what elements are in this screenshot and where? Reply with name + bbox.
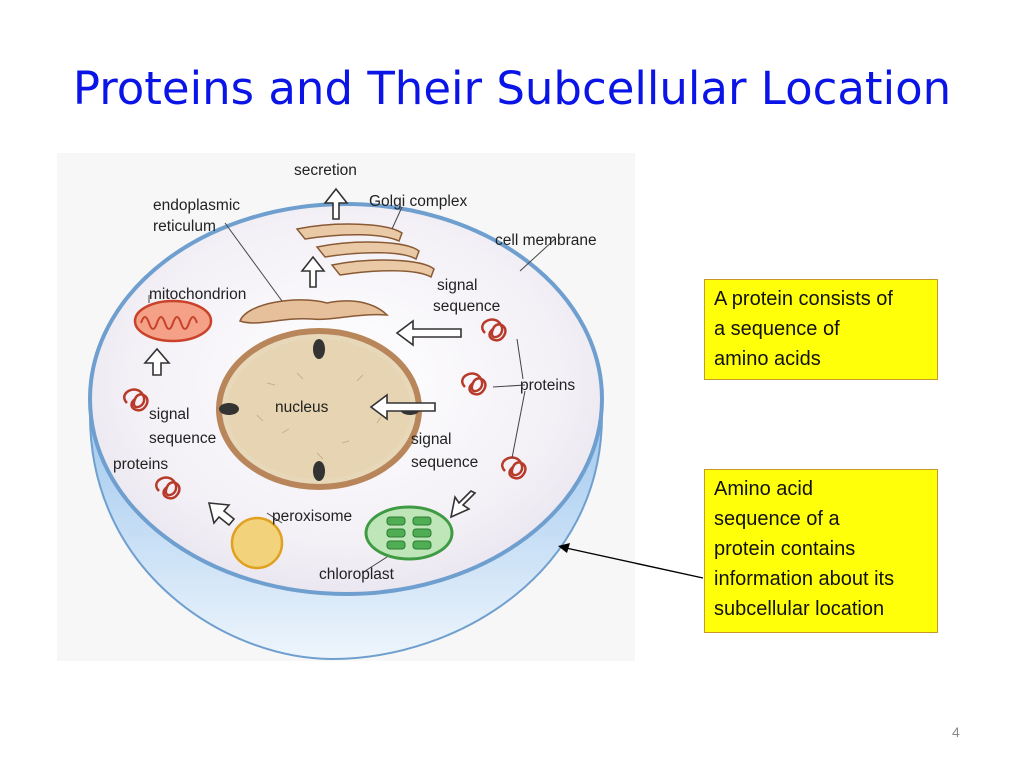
label-secretion: secretion [294, 162, 357, 179]
label-signal-top-2: sequence [433, 298, 500, 315]
leader-lines [148, 206, 556, 574]
callout-2-line-3: protein contains [714, 538, 856, 560]
mitochondrion [133, 299, 213, 343]
nucleus [216, 328, 422, 490]
label-golgi: Golgi complex [369, 193, 467, 210]
peroxisome [230, 516, 284, 570]
label-chloroplast: chloroplast [319, 566, 395, 583]
chloroplast [364, 505, 454, 561]
label-proteins-left: proteins [113, 456, 168, 473]
callout-2-line-2: sequence of a [714, 508, 840, 530]
label-peroxisome: peroxisome [272, 508, 352, 525]
golgi-complex [295, 223, 435, 279]
callout-2-line-4: information about its [714, 568, 895, 590]
label-mitochondrion: mitochondrion [149, 286, 246, 303]
label-signal-left-2: sequence [149, 430, 216, 447]
label-proteins-right: proteins [520, 377, 575, 394]
endoplasmic-reticulum [239, 299, 389, 324]
page-number: 4 [952, 724, 960, 740]
label-er-1: endoplasmic [153, 197, 240, 214]
label-signal-right-2: sequence [411, 454, 478, 471]
callout-1-line-3: amino acids [714, 348, 821, 370]
callout-2-line-5: subcellular location [714, 598, 885, 620]
label-signal-left-1: signal [149, 406, 190, 423]
protein-coils [123, 318, 527, 500]
label-signal-top-1: signal [437, 277, 478, 294]
callout-protein-sequence: A protein consists of a sequence of amin… [704, 279, 938, 380]
callout-location-info: Amino acid sequence of a protein contain… [704, 469, 938, 633]
cell-diagram: secretion Golgi complex endoplasmic reti… [57, 153, 635, 661]
hollow-arrows [143, 187, 477, 527]
callout-2-line-1: Amino acid [714, 478, 813, 500]
slide-title: Proteins and Their Subcellular Location [72, 62, 952, 115]
label-signal-right-1: signal [411, 431, 452, 448]
label-cell-membrane: cell membrane [495, 232, 597, 249]
label-nucleus: nucleus [275, 399, 329, 416]
callout-1-line-2: a sequence of [714, 318, 840, 340]
label-er-2: reticulum [153, 218, 216, 235]
callout-1-line-1: A protein consists of [714, 288, 893, 310]
